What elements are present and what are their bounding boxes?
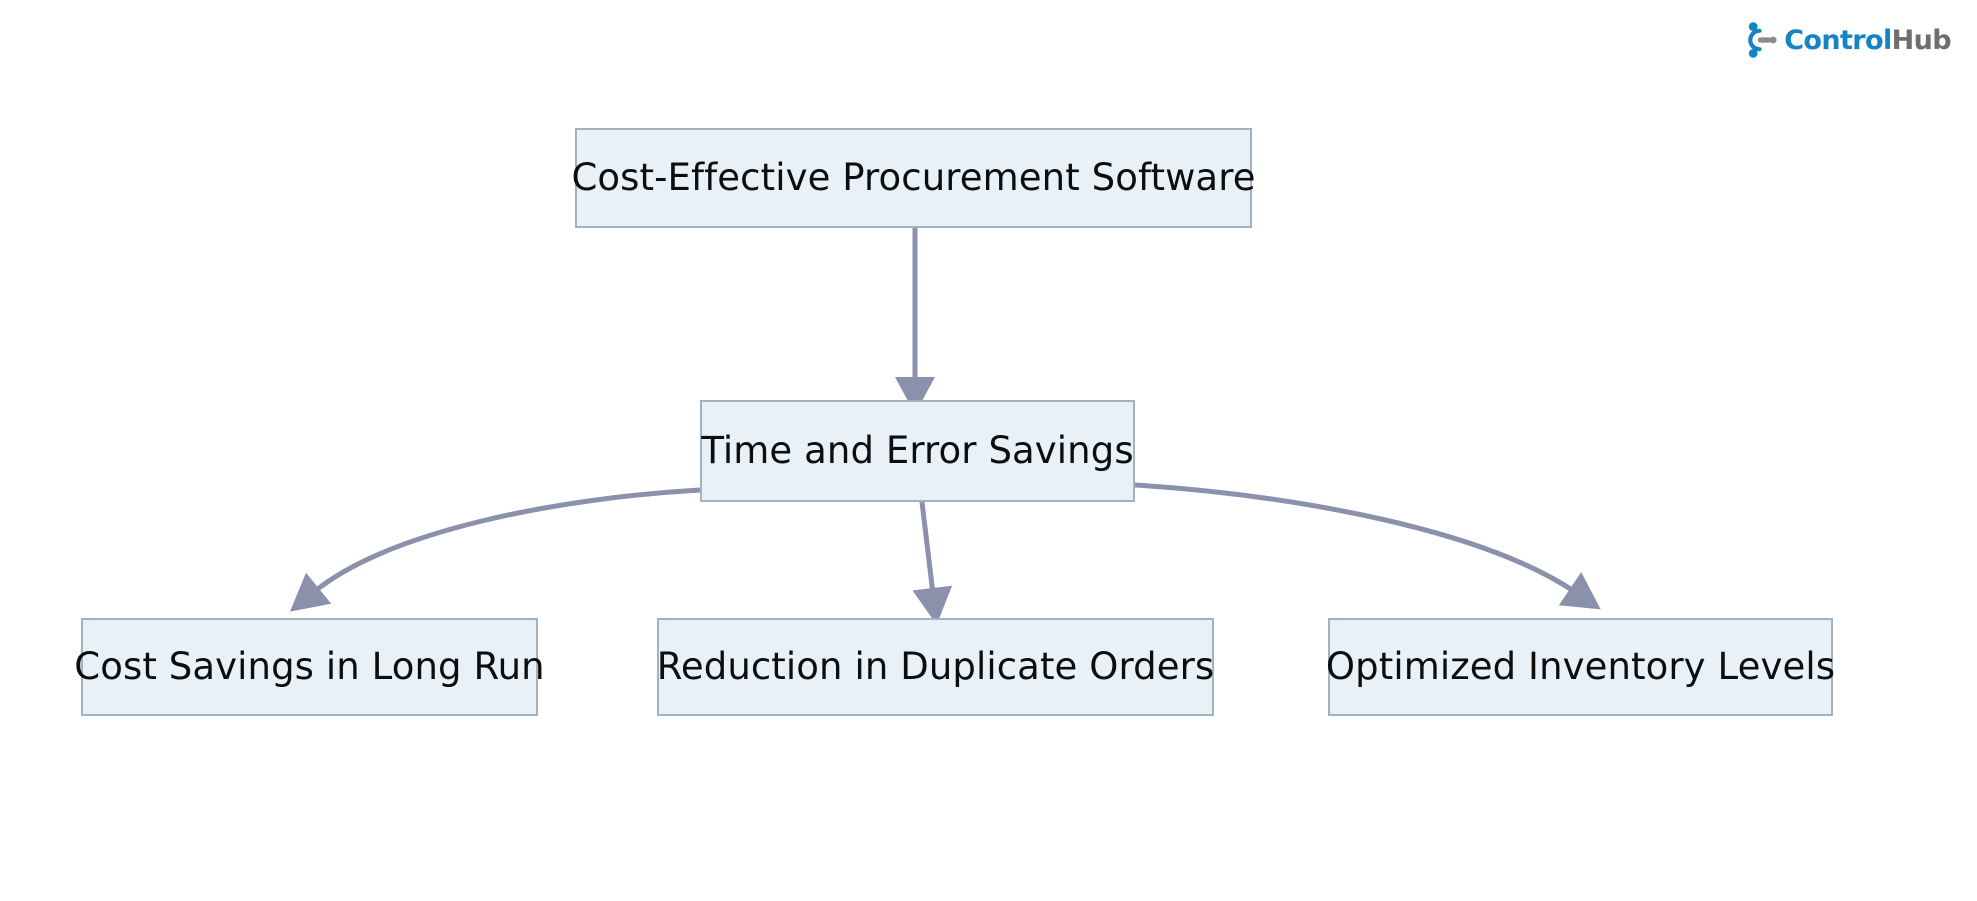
node-label: Cost-Effective Procurement Software bbox=[571, 155, 1256, 199]
node-label: Cost Savings in Long Run bbox=[74, 644, 545, 688]
controlhub-node-logo-icon bbox=[1748, 22, 1777, 58]
edge-mid-to-duplicate-orders bbox=[912, 501, 953, 625]
flowchart-node-cost-savings-in-long-run[interactable]: Cost Savings in Long Run bbox=[74, 618, 545, 716]
flowchart-node-reduction-in-duplicate-orders[interactable]: Reduction in Duplicate Orders bbox=[657, 618, 1214, 716]
flowchart-node-time-and-error-savings[interactable]: Time and Error Savings bbox=[700, 400, 1135, 502]
flowchart-node-optimized-inventory-levels[interactable]: Optimized Inventory Levels bbox=[1325, 618, 1836, 716]
edge-mid-to-inventory-levels bbox=[1134, 482, 1601, 610]
brand-name-primary: Control bbox=[1784, 24, 1892, 56]
brand-wordmark: ControlHub bbox=[1784, 27, 1951, 54]
brand-logo[interactable]: ControlHub bbox=[1743, 22, 1952, 58]
node-label: Optimized Inventory Levels bbox=[1325, 644, 1836, 688]
flowchart-node-root[interactable]: Cost-Effective Procurement Software bbox=[571, 128, 1255, 228]
node-label: Time and Error Savings bbox=[701, 428, 1134, 472]
edge-mid-to-cost-savings bbox=[289, 487, 701, 612]
node-label: Reduction in Duplicate Orders bbox=[656, 644, 1215, 688]
brand-name-secondary: Hub bbox=[1891, 24, 1952, 56]
